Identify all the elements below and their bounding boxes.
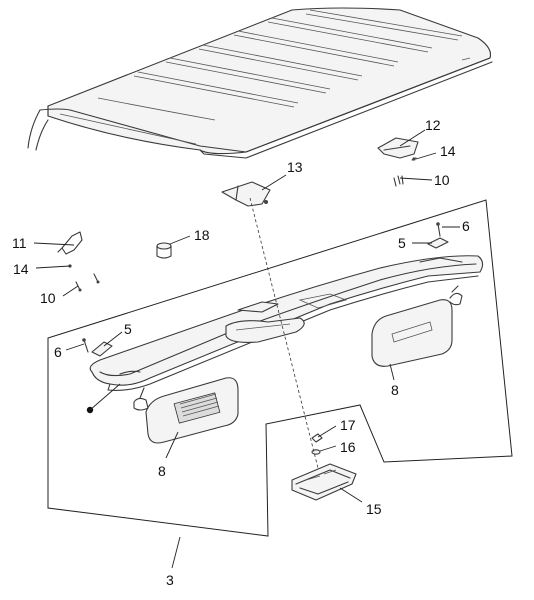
sun-visor-right: [371, 285, 463, 367]
callout-11: 11: [12, 235, 27, 251]
bracket-11: [57, 231, 83, 255]
callout-14-left: 14: [13, 261, 29, 277]
callout-10-right: 10: [434, 172, 450, 188]
callout-8-left: 8: [158, 463, 166, 479]
callout-3: 3: [166, 572, 174, 588]
assembly-axis: [249, 197, 319, 469]
headliner-assembly-frame: [47, 199, 513, 537]
callout-6-left: 6: [54, 344, 62, 360]
dome-light: [291, 463, 357, 501]
callout-6-right: 6: [462, 218, 470, 234]
fasteners-10-left: [75, 273, 100, 292]
roof-panel: [27, 7, 493, 159]
sun-visor-left: [133, 377, 239, 444]
callout-8-right: 8: [391, 382, 399, 398]
callout-14-right: 14: [440, 143, 456, 159]
callout-10-left: 10: [40, 290, 56, 306]
clip-18: [156, 242, 172, 259]
bracket-12: [377, 137, 419, 159]
screw-6-right: [436, 222, 441, 237]
callout-15: 15: [366, 501, 382, 517]
leader-lines: [33, 129, 460, 569]
callout-13: 13: [287, 159, 303, 175]
callout-18: 18: [194, 227, 210, 243]
callout-5-left: 5: [124, 321, 132, 337]
callout-17: 17: [340, 417, 356, 433]
callout-5-right: 5: [398, 235, 406, 251]
clip-17: [311, 433, 323, 443]
bracket-13: [221, 181, 271, 207]
callout-labels: 3 13 12 14 10 11 14 10 18 6 5 6 5 8 8 17…: [12, 117, 470, 588]
clip-5-left: [91, 341, 113, 357]
screw-14-right: [411, 157, 417, 161]
callout-12: 12: [425, 117, 441, 133]
callout-16: 16: [340, 439, 356, 455]
clip-5-right: [427, 237, 449, 249]
fasteners-10-right: [393, 175, 404, 187]
headliner-panel: [86, 255, 484, 414]
screw-6-left: [82, 338, 89, 353]
